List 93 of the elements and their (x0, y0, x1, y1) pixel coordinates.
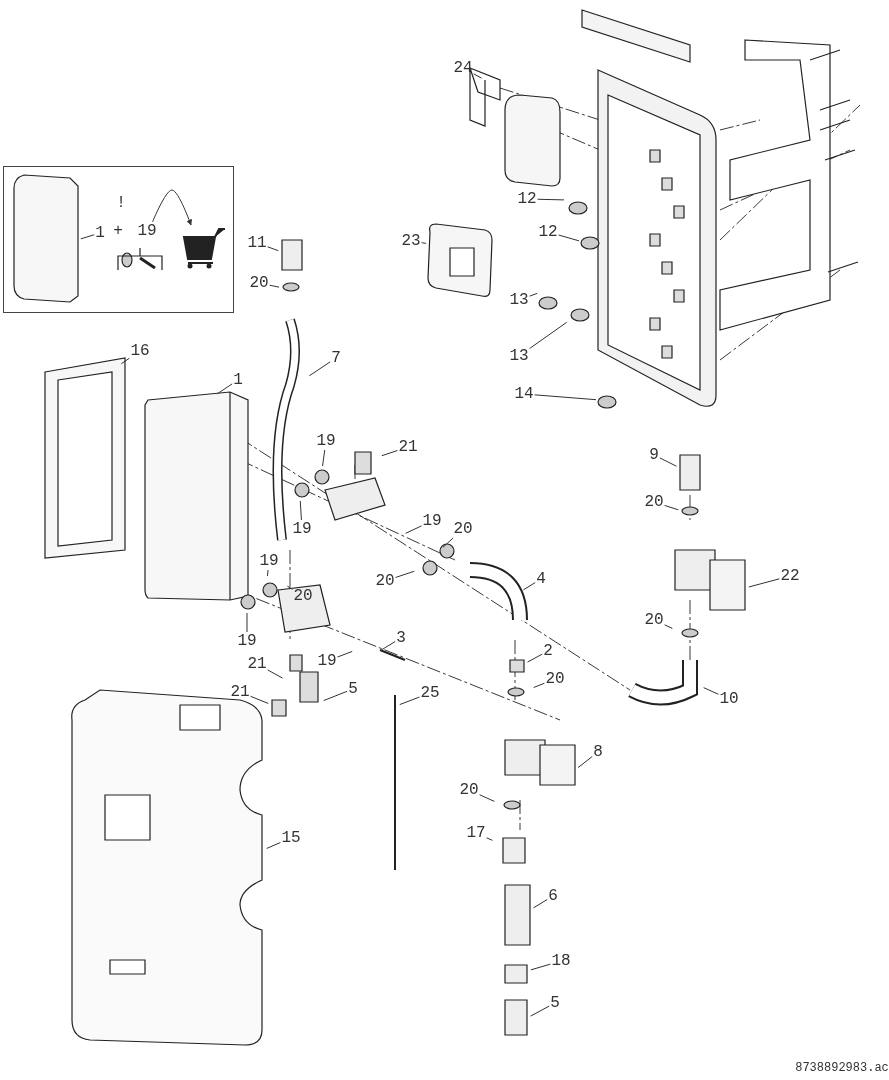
leader-line (659, 457, 677, 467)
leader-line (558, 234, 580, 242)
callout-number: 22 (779, 567, 801, 585)
leader-line (120, 357, 130, 365)
leader-line (486, 837, 493, 841)
leader-line (529, 321, 568, 349)
callout-number: 21 (229, 683, 251, 701)
leader-line (405, 525, 422, 534)
callout-number: 19 (136, 222, 158, 240)
callout-number: 19 (421, 512, 443, 530)
callout-number: 20 (452, 520, 474, 538)
leader-line (322, 449, 326, 467)
callout-number: 20 (292, 587, 314, 605)
leader-line (337, 650, 353, 658)
callout-number: 19 (236, 632, 258, 650)
leader-line (442, 537, 454, 548)
callout-number: 1 (232, 371, 244, 389)
callout-number: 19 (291, 520, 313, 538)
callout-number: 20 (458, 781, 480, 799)
leader-line (323, 690, 348, 702)
callout-number: 20 (643, 493, 665, 511)
leader-line (267, 669, 283, 679)
callout-number: 24 (452, 59, 474, 77)
leader-line (532, 899, 548, 909)
leader-line (395, 570, 415, 578)
leader-line (748, 578, 780, 588)
callout-number: 5 (347, 680, 359, 698)
leader-line (267, 246, 279, 252)
callout-number: 21 (397, 438, 419, 456)
inset-frame (3, 166, 234, 313)
leader-line (421, 242, 427, 244)
callout-number: 2 (542, 642, 554, 660)
callout-number: 19 (258, 552, 280, 570)
callout-number: 11 (246, 234, 268, 252)
leader-line (530, 1005, 550, 1017)
callout-number: 17 (465, 824, 487, 842)
leader-line (529, 292, 538, 297)
callout-number: 9 (648, 446, 660, 464)
leader-line (703, 687, 719, 695)
callout-number: 1 (94, 224, 106, 242)
leader-line (399, 696, 420, 706)
callout-number: 20 (248, 274, 270, 292)
leader-line (286, 585, 293, 590)
leader-line (664, 624, 673, 629)
leader-line (577, 756, 593, 769)
leader-line (664, 504, 679, 511)
drawing-number: 8738892983.ac (794, 1060, 889, 1077)
callout-number: 6 (547, 887, 559, 905)
callout-number: 20 (643, 611, 665, 629)
leader-line (269, 284, 280, 288)
callout-number: 14 (513, 385, 535, 403)
leader-line (299, 500, 302, 521)
leader-line (530, 963, 551, 971)
callout-number: 25 (419, 684, 441, 702)
callout-number: 18 (550, 952, 572, 970)
callout-number: 8 (592, 743, 604, 761)
leader-line (534, 394, 597, 401)
note-mark: ! (115, 194, 127, 212)
leader-line (473, 73, 482, 79)
callout-number: 19 (316, 652, 338, 670)
callout-number: 20 (544, 670, 566, 688)
callout-number: 10 (718, 690, 740, 708)
callout-number: 12 (537, 223, 559, 241)
callout-number: 13 (508, 291, 530, 309)
callout-number: 20 (374, 572, 396, 590)
callout-number: 19 (315, 432, 337, 450)
leader-line (381, 450, 398, 457)
leader-line (380, 641, 396, 651)
callout-number: 21 (246, 655, 268, 673)
leader-line (527, 653, 543, 663)
plus-sign: + (112, 222, 124, 240)
callout-number: 3 (395, 629, 407, 647)
callout-number: 23 (400, 232, 422, 250)
leader-line (266, 842, 281, 849)
leader-line (80, 234, 95, 240)
curved-arrow (152, 189, 192, 226)
leader-line (216, 383, 233, 395)
leader-line (479, 794, 495, 802)
leader-line (308, 361, 331, 377)
leader-line (533, 682, 545, 688)
callout-number: 5 (549, 994, 561, 1012)
shopping-cart-icon (181, 225, 225, 269)
callout-number: 12 (516, 190, 538, 208)
callout-number: 13 (508, 347, 530, 365)
leader-line (246, 612, 248, 633)
leader-line (537, 198, 565, 201)
leader-line (266, 569, 269, 577)
callout-number: 7 (330, 349, 342, 367)
leader-line (522, 582, 536, 591)
callout-number: 4 (535, 570, 547, 588)
callout-number: 15 (280, 829, 302, 847)
callout-number: 16 (129, 342, 151, 360)
leader-line (250, 695, 269, 704)
